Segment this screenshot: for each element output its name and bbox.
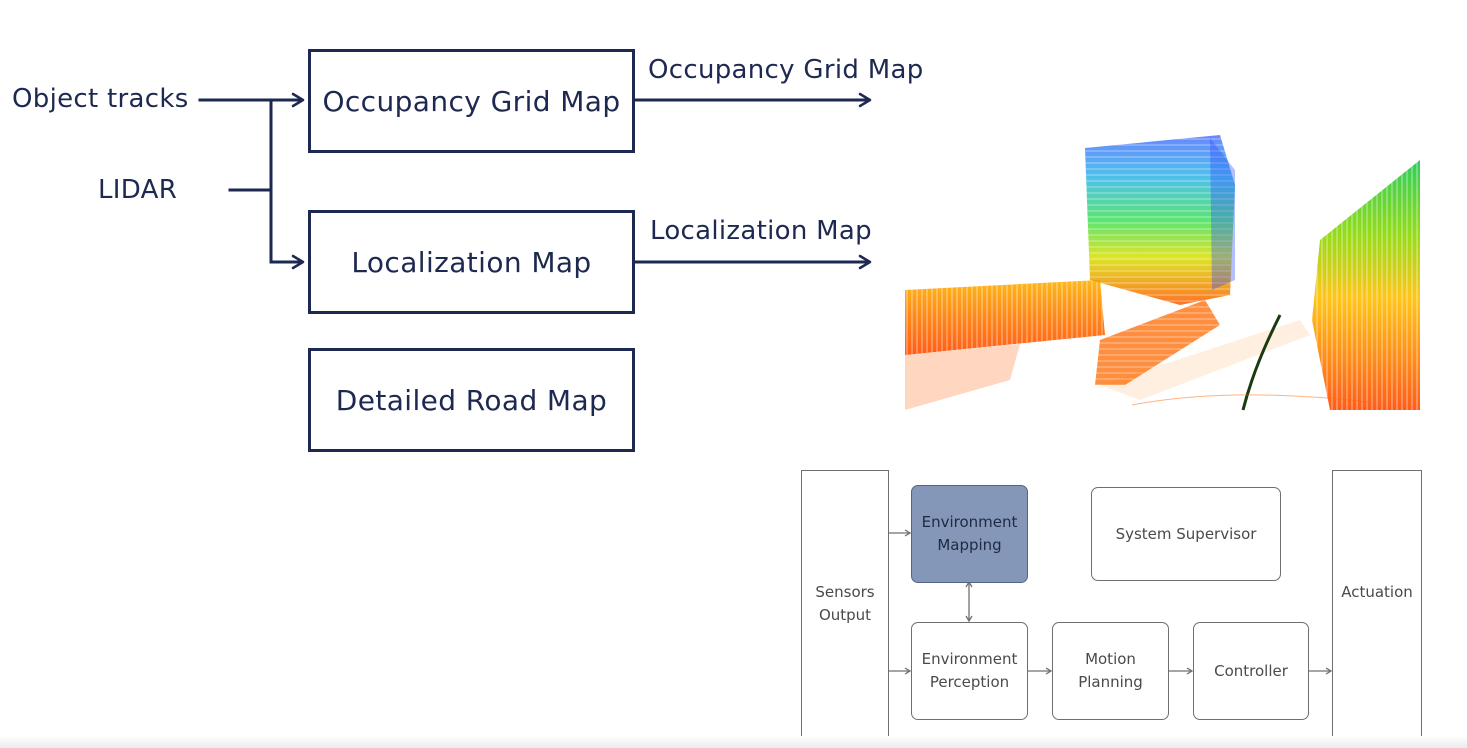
arrowhead-to-localization — [291, 254, 305, 270]
localization-map-label: Localization Map — [351, 245, 592, 279]
occupancy-grid-map-label: Occupancy Grid Map — [322, 84, 621, 118]
environment-mapping-label: Environment Mapping — [921, 513, 1018, 554]
controller-block: Controller — [1193, 622, 1309, 720]
motion-planning-block: Motion Planning — [1052, 622, 1169, 720]
motion-planning-label: Motion Planning — [1078, 650, 1143, 691]
occupancy-grid-map-box: Occupancy Grid Map — [308, 49, 635, 153]
actuation-label: Actuation — [1341, 583, 1413, 601]
arrowhead-to-occupancy — [291, 92, 305, 108]
lidar-point-cloud-image — [905, 135, 1420, 411]
arrowhead-occupancy-output — [858, 92, 872, 108]
detailed-road-map-label: Detailed Road Map — [335, 383, 608, 417]
sensors-output-block: Sensors Output — [801, 470, 889, 738]
actuation-block: Actuation — [1332, 470, 1422, 738]
environment-perception-block: Environment Perception — [911, 622, 1028, 720]
bottom-fade — [0, 736, 1467, 748]
environment-mapping-block: Environment Mapping — [911, 485, 1028, 583]
sensors-output-label: Sensors Output — [815, 583, 875, 624]
system-supervisor-label: System Supervisor — [1115, 524, 1257, 543]
localization-map-box: Localization Map — [308, 210, 635, 314]
detailed-road-map-box: Detailed Road Map — [308, 348, 635, 452]
system-supervisor-block: System Supervisor — [1091, 487, 1281, 581]
controller-label: Controller — [1214, 661, 1288, 680]
input-object-tracks: Object tracks — [12, 84, 189, 114]
environment-perception-label: Environment Perception — [921, 650, 1018, 691]
point-cloud-curb-line — [1241, 314, 1282, 411]
arrowhead-localization-output — [858, 254, 872, 270]
output-occupancy-grid-map: Occupancy Grid Map — [648, 55, 924, 85]
input-lidar: LIDAR — [98, 175, 178, 205]
output-localization-map: Localization Map — [650, 216, 872, 246]
